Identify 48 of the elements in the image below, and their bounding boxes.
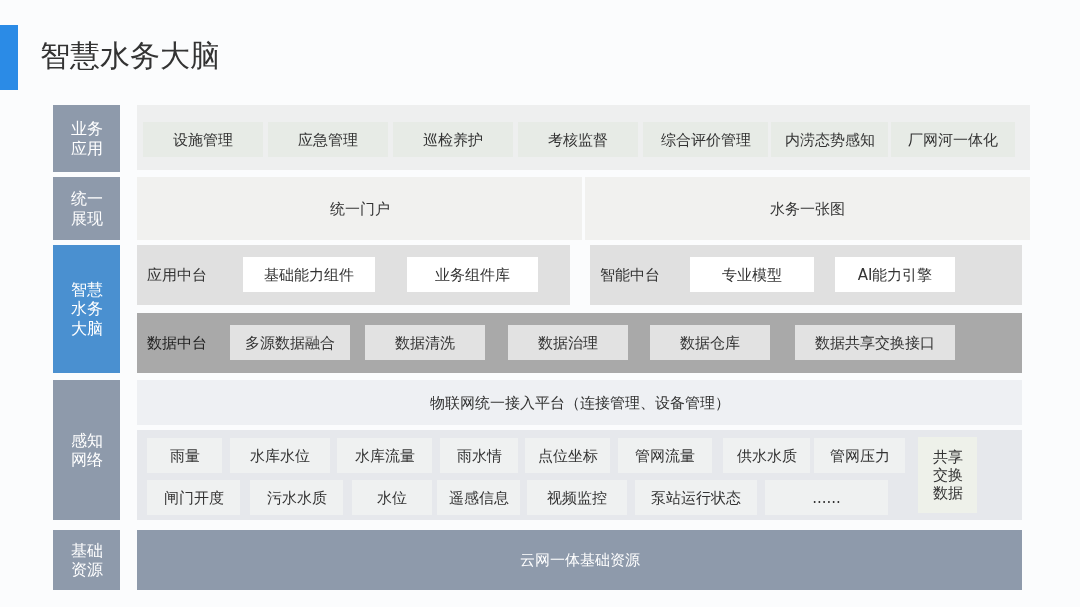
- component-box: 专业模型: [690, 257, 814, 292]
- data-item: 水库水位: [230, 438, 330, 473]
- platform-panel: [137, 245, 570, 305]
- component-box: 业务组件库: [407, 257, 538, 292]
- application-module: 应急管理: [268, 122, 388, 157]
- platform-band: 统一门户: [137, 177, 582, 240]
- data-item: 水位: [352, 480, 432, 515]
- application-module: 厂网河一体化: [891, 122, 1015, 157]
- layer-label: 业务应用: [53, 105, 120, 172]
- panel-title: 数据中台: [147, 334, 207, 352]
- data-item: 闸门开度: [147, 480, 240, 515]
- component-box: 数据仓库: [650, 325, 770, 360]
- data-item: 共享交换数据: [918, 437, 977, 513]
- page-title: 智慧水务大脑: [40, 37, 220, 75]
- panel-title: 应用中台: [147, 266, 207, 284]
- layer-label: 统一展现: [53, 177, 120, 240]
- layer-label: 感知网络: [53, 380, 120, 520]
- data-item: 泵站运行状态: [635, 480, 757, 515]
- application-module: 内涝态势感知: [771, 122, 888, 157]
- panel-title: 智能中台: [600, 266, 660, 284]
- platform-band: 水务一张图: [585, 177, 1030, 240]
- component-box: 数据清洗: [365, 325, 485, 360]
- application-module: 设施管理: [143, 122, 263, 157]
- data-item: 供水水质: [723, 438, 810, 473]
- application-module: 综合评价管理: [643, 122, 768, 157]
- component-box: 数据治理: [508, 325, 628, 360]
- data-item: 点位坐标: [525, 438, 610, 473]
- data-item: 雨水情: [440, 438, 518, 473]
- platform-band: 云网一体基础资源: [137, 530, 1022, 590]
- component-box: 基础能力组件: [243, 257, 375, 292]
- layer-label: 基础资源: [53, 530, 120, 590]
- data-item: 视频监控: [527, 480, 627, 515]
- data-item: 污水水质: [250, 480, 343, 515]
- data-item: 水库流量: [337, 438, 432, 473]
- application-module: 考核监督: [518, 122, 638, 157]
- layer-label: 智慧水务大脑: [53, 245, 120, 373]
- application-module: 巡检养护: [393, 122, 513, 157]
- platform-band: 物联网统一接入平台（连接管理、设备管理）: [137, 380, 1022, 425]
- platform-panel: [137, 313, 1022, 373]
- platform-panel: [590, 245, 1022, 305]
- data-item: 雨量: [147, 438, 222, 473]
- component-box: 多源数据融合: [230, 325, 350, 360]
- data-item: 管网压力: [814, 438, 905, 473]
- data-item: 遥感信息: [437, 480, 520, 515]
- component-box: 数据共享交换接口: [795, 325, 955, 360]
- data-item: 管网流量: [618, 438, 712, 473]
- component-box: AI能力引擎: [835, 257, 955, 292]
- data-item: ......: [765, 480, 888, 515]
